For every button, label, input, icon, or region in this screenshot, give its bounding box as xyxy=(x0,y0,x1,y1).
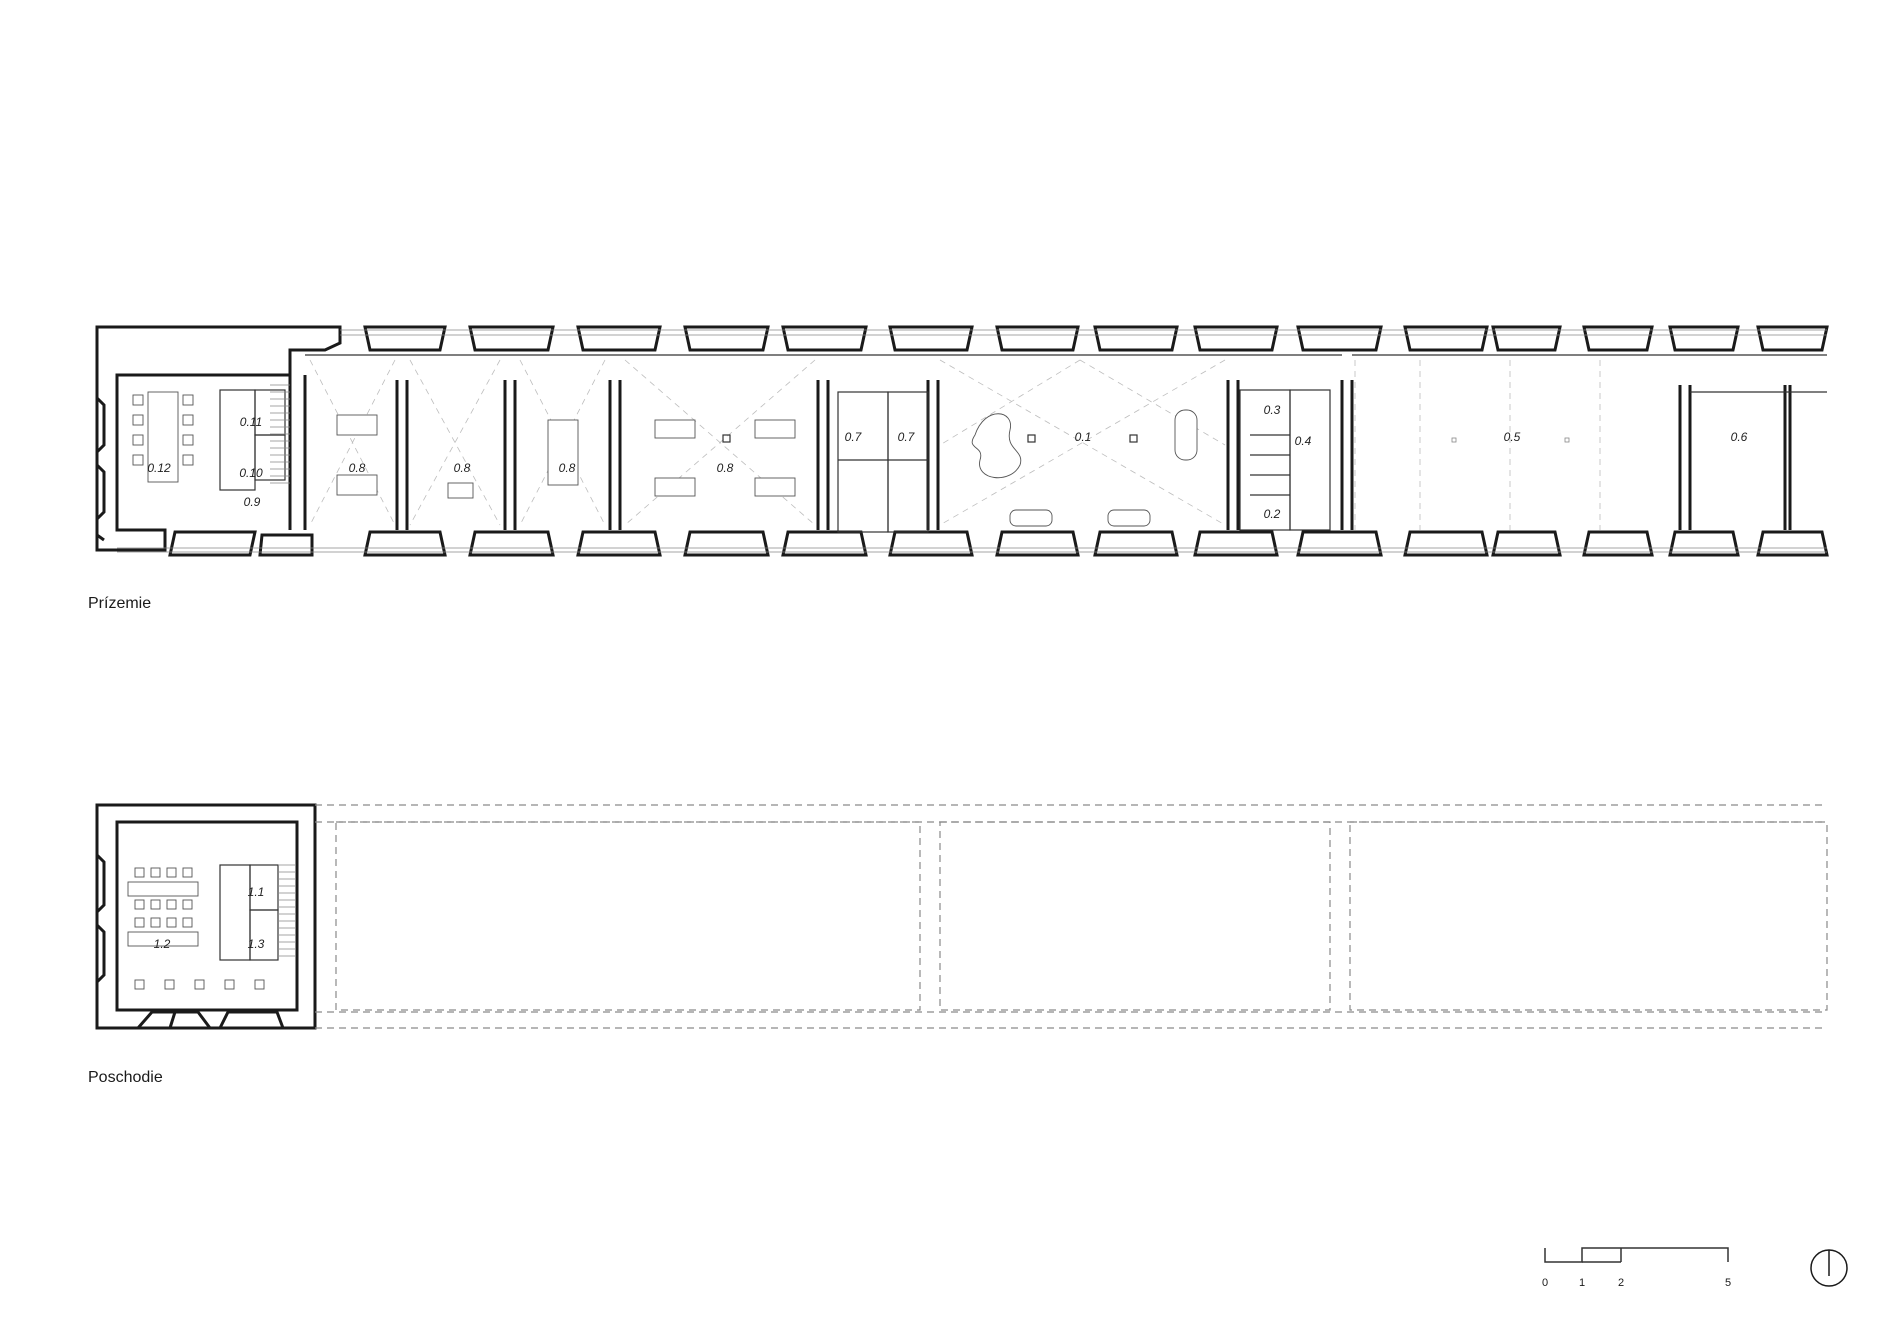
room-label: 0.9 xyxy=(244,495,261,509)
upper-floor-title: Poschodie xyxy=(88,1069,163,1086)
room-label: 0.8 xyxy=(559,461,576,475)
room-label: 0.3 xyxy=(1264,403,1281,417)
ground-floor-furniture xyxy=(132,391,1570,527)
upper-floor-void-outline xyxy=(315,804,1828,1029)
room-label: 0.11 xyxy=(240,415,262,429)
upper-floor-walls xyxy=(95,803,317,1030)
room-label: 0.2 xyxy=(1264,507,1281,521)
room-label: 0.7 xyxy=(898,430,916,444)
room-label: 0.8 xyxy=(717,461,734,475)
scale-tick-label: 1 xyxy=(1579,1277,1585,1289)
north-arrow-icon xyxy=(1810,1249,1848,1287)
room-label: 0.1 xyxy=(1075,430,1092,444)
scale-bar: 0 1 2 5 xyxy=(1542,1247,1731,1289)
scale-tick-label: 0 xyxy=(1542,1277,1548,1289)
room-label: 0.8 xyxy=(349,461,366,475)
ground-floor-plan: 0.12 0.11 0.10 0.9 0.8 0.8 0.8 0.8 0.7 0… xyxy=(88,325,1829,612)
upper-floor-plan: 1.1 1.2 1.3 Poschodie xyxy=(88,803,1828,1086)
room-label: 0.4 xyxy=(1295,434,1312,448)
ground-floor-title: Prízemie xyxy=(88,595,151,612)
upper-floor-interior xyxy=(127,864,295,990)
room-label: 0.12 xyxy=(147,461,171,475)
ground-floor-room-labels: 0.12 0.11 0.10 0.9 0.8 0.8 0.8 0.8 0.7 0… xyxy=(147,403,1747,521)
room-label: 0.6 xyxy=(1731,430,1748,444)
room-label: 1.2 xyxy=(154,937,171,951)
upper-floor-room-labels: 1.1 1.2 1.3 xyxy=(154,885,265,951)
room-label: 1.1 xyxy=(248,885,265,899)
ground-floor-walls xyxy=(95,325,1829,557)
room-label: 0.7 xyxy=(845,430,863,444)
scale-tick-label: 5 xyxy=(1725,1277,1731,1289)
room-label: 0.8 xyxy=(454,461,471,475)
ground-floor-wc-blocks xyxy=(837,389,1331,533)
room-label: 1.3 xyxy=(248,937,265,951)
room-label: 0.5 xyxy=(1504,430,1521,444)
scale-tick-label: 2 xyxy=(1618,1277,1624,1289)
meeting-table xyxy=(147,391,179,483)
room-label: 0.10 xyxy=(239,466,263,480)
ground-floor-service-core xyxy=(219,384,290,491)
